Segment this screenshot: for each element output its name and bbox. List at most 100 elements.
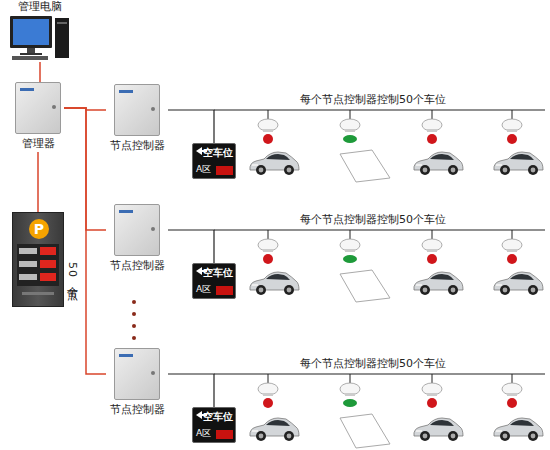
cabinet-shape: [15, 82, 61, 134]
computer-graphic-part: [13, 19, 49, 45]
node-text: A区: [196, 428, 211, 439]
parking-row-part: [414, 418, 463, 441]
parking-row-part-part: [350, 374, 351, 383]
computer-node: 管理电脑: [5, 0, 75, 62]
connector-line: [168, 110, 214, 143]
dots-part: [132, 336, 136, 340]
parking-row-part-part: [268, 230, 269, 239]
computer-graphic-part: [57, 22, 67, 24]
parking-row-part-part: [432, 374, 433, 383]
node-text: 空车位: [203, 147, 233, 159]
dots-part: [132, 300, 136, 304]
dots-part: [132, 312, 136, 316]
pillar-rows-part: [17, 244, 59, 286]
display-sign: 空车位 A区: [192, 143, 236, 179]
parking-row-part: [268, 230, 512, 239]
parking-row-part: [494, 418, 543, 441]
guidance-sign: P: [12, 212, 64, 307]
parking-row-part: [340, 383, 360, 407]
parking-row-part-part: [512, 230, 513, 239]
parking-row: [214, 230, 545, 302]
parking-row-part: [258, 119, 278, 144]
node-text: 节点控制器: [110, 259, 165, 272]
connector-line: [168, 230, 214, 263]
parking-row-part-part: [432, 110, 433, 119]
display-digits-part: [216, 166, 233, 175]
parking-row-part: [250, 272, 299, 295]
parking-row-part-part: [512, 374, 513, 383]
pillar-rows-part: [40, 273, 56, 281]
parking-row-part-part: [268, 110, 269, 119]
controller-box: 管理器: [12, 82, 64, 152]
parking-row-part-part: [268, 374, 269, 383]
parking-row: [214, 110, 545, 182]
parking-row-part: [214, 373, 545, 374]
controller-box: 节点控制器: [106, 84, 168, 156]
pillar-rows-part: [40, 260, 56, 268]
parking-row-part: [502, 383, 522, 408]
node-text: 节点控制器: [110, 139, 165, 152]
node-text: 管理电脑: [5, 0, 75, 13]
parking-row-part: [250, 152, 299, 175]
computer-graphic-part: [12, 56, 48, 60]
parking-row-part: [340, 119, 360, 143]
parking-row-part: [414, 152, 463, 175]
parking-row-part-part: [350, 110, 351, 119]
parking-row-part-part: [350, 230, 351, 239]
parking-row-part: [494, 152, 543, 175]
computer-graphic-part: [10, 16, 52, 48]
connector-line: [39, 62, 41, 82]
display-arrows-part: [196, 411, 207, 419]
parking-row-part: [340, 150, 390, 182]
display-digits-part: [216, 286, 233, 295]
node-text: 空车位: [203, 411, 233, 423]
parking-row-part: [268, 374, 512, 383]
parking-row-part: [340, 239, 360, 263]
computer-graphic-part: [20, 53, 42, 55]
dots-part: [132, 324, 136, 328]
connector-line: [64, 108, 106, 110]
parking-row-part: [422, 383, 442, 408]
node-text: A区: [196, 164, 211, 175]
pillar-rows-part: [22, 292, 54, 295]
parking-row-part: [502, 119, 522, 144]
row-note: 每个节点控制器控制50个车位: [300, 93, 446, 106]
pillar-rows: [17, 244, 59, 295]
node-text: P: [29, 219, 49, 239]
display-sign: 空车位 A区: [192, 407, 236, 443]
parking-row-part: [258, 239, 278, 264]
parking-row-part-part: [432, 230, 433, 239]
parking-row-part: [502, 239, 522, 264]
row-note: 每个节点控制器控制50个车位: [300, 213, 446, 226]
cabinet-shape: [114, 348, 160, 400]
connector-line: [64, 108, 106, 230]
parking-row-part: [422, 119, 442, 144]
node-text: 管理器: [22, 137, 55, 150]
display-arrows-part: [196, 267, 207, 275]
display-digits: [216, 166, 233, 439]
cabinet-shape: [114, 204, 160, 256]
row-note: 每个节点控制器控制50个车位: [300, 357, 446, 370]
vertical-note: 50个节点: [66, 262, 79, 281]
connector-line: [64, 108, 106, 374]
controller-box: 节点控制器: [106, 204, 168, 276]
display-digits-part: [216, 430, 233, 439]
pillar-rows-part: [19, 261, 37, 267]
node-text: 节点控制器: [110, 403, 165, 416]
controller-box: 节点控制器: [106, 348, 168, 420]
display-arrows: [196, 147, 207, 419]
parking-row-part: [340, 270, 390, 302]
cabinet-shape: [114, 84, 160, 136]
pillar-rows-part: [19, 248, 37, 254]
parking-row-part: [258, 383, 278, 408]
computer-graphic: [10, 16, 69, 60]
display-sign: 空车位A区: [192, 263, 236, 299]
parking-row-part: [494, 272, 543, 295]
parking-row-part-part: [512, 110, 513, 119]
connector-line: [168, 374, 214, 407]
parking-row-part: [422, 239, 442, 264]
